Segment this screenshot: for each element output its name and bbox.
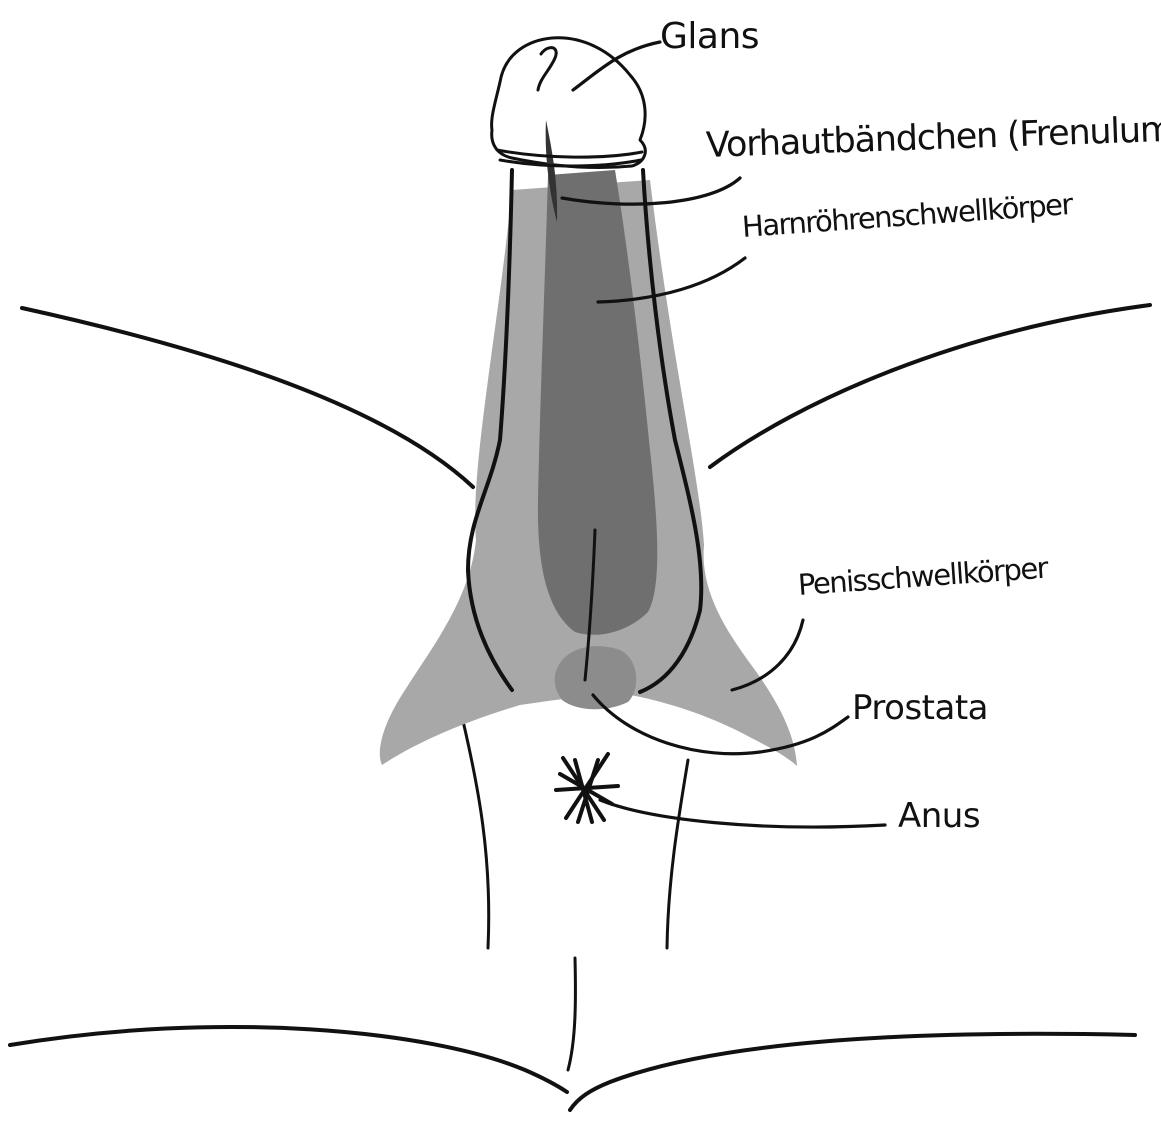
left-inner-thigh-line [458,700,489,948]
leader-glans [573,42,660,90]
label-prostata: Prostata [852,688,988,728]
label-glans: Glans [660,16,759,57]
anus-mark [556,754,618,822]
right-buttock-line [570,1034,1135,1110]
right-groin-line [710,305,1150,467]
leader-anus [600,800,885,827]
glans-shape [492,38,646,168]
glans-meatus [538,48,556,90]
gluteal-cleft-line [568,958,575,1070]
left-buttock-line [10,1027,567,1092]
left-groin-line [22,308,473,487]
glans-rim-line-1 [497,150,642,157]
right-inner-thigh-line [667,760,688,948]
label-anus: Anus [898,796,980,836]
